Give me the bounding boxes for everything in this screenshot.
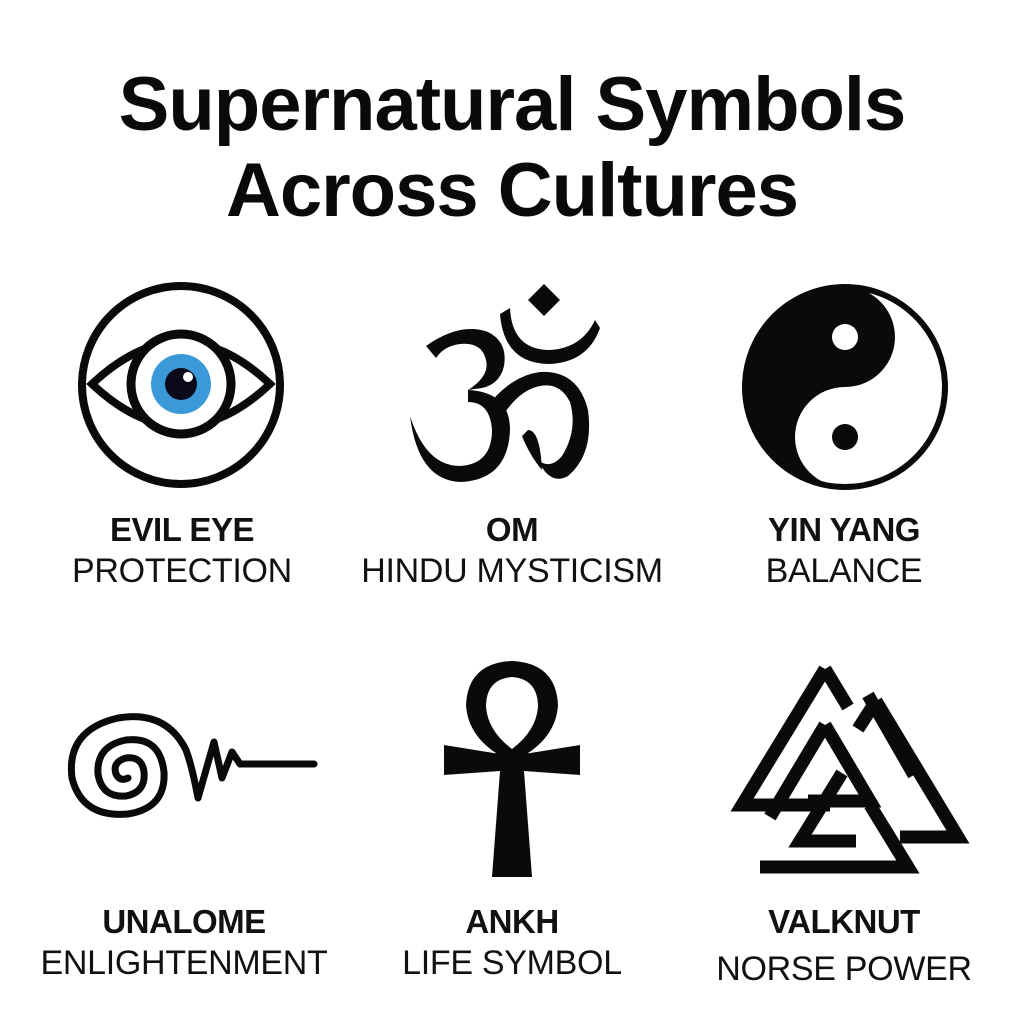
- symbol-name: ANKH: [465, 903, 559, 940]
- symbol-name: EVIL EYE: [110, 511, 254, 548]
- title-line-2: Across Cultures: [225, 148, 799, 233]
- symbol-meaning: NORSE POWER: [716, 950, 972, 988]
- title-line-1: Supernatural Symbols: [118, 62, 907, 147]
- symbol-name: VALKNUT: [768, 903, 920, 940]
- symbol-meaning: HINDU MYSTICISM: [361, 552, 663, 590]
- symbol-meaning: LIFE SYMBOL: [402, 944, 622, 982]
- evil-eye-icon: [78, 282, 284, 488]
- symbol-meaning: BALANCE: [765, 552, 923, 590]
- symbol-meaning: PROTECTION: [72, 552, 292, 590]
- symbol-name: YIN YANG: [768, 511, 920, 548]
- symbol-name: OM: [485, 511, 539, 548]
- valknut-icon: [730, 665, 970, 874]
- symbol-meaning: ENLIGHTENMENT: [40, 944, 328, 982]
- om-icon: [410, 284, 600, 482]
- symbol-name: UNALOME: [102, 903, 266, 940]
- page-title: Supernatural Symbols Across Cultures: [0, 62, 1024, 234]
- ankh-icon: [444, 661, 580, 877]
- yin-yang-icon: [742, 284, 948, 490]
- unalome-icon: [67, 713, 318, 818]
